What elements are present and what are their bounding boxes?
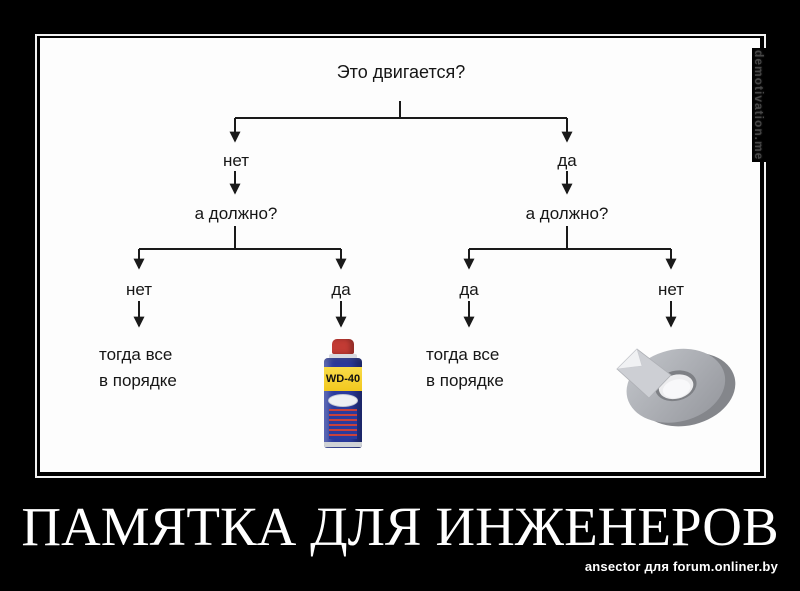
wd40-neck (329, 354, 357, 359)
flowchart-panel: Это двигается? нет да а должно? а должно… (40, 38, 760, 472)
answer-yes-2-left: да (331, 280, 351, 299)
demotivator-frame (35, 34, 766, 478)
site-watermark: demotivation.me (752, 48, 766, 162)
tape-core-hole-highlight (662, 379, 691, 399)
root-question: Это двигается? (336, 62, 466, 82)
wd40-oval-badge (328, 394, 358, 407)
answer-yes-1: да (557, 151, 577, 170)
tape-peeled-strip-underside (616, 348, 643, 370)
flowchart-connectors (133, 101, 677, 328)
author-credit: ansector для forum.onliner.by (584, 559, 778, 574)
duct-tape-roll-image (616, 348, 736, 427)
wd40-fineprint-lines (329, 409, 357, 439)
outcome-all-ok-right: тогда все в порядке (426, 345, 504, 390)
wd40-cap (332, 339, 354, 354)
poster-title: ПАМЯТКА ДЛЯ ИНЖЕНЕРОВ (21, 496, 779, 557)
wd40-base-rim (324, 442, 362, 447)
second-question-right: а должно? (525, 204, 609, 223)
wd40-label-panel: WD-40 (324, 367, 362, 391)
wd40-body: WD-40 (324, 358, 362, 448)
wd40-body-top (324, 358, 362, 367)
outcome-all-ok-left: тогда все в порядке (99, 345, 177, 390)
answer-yes-2-right: да (459, 280, 479, 299)
wd40-spray-can-image: WD-40 (324, 339, 362, 451)
answer-no-2-right: нет (657, 280, 685, 299)
answer-no-1: нет (222, 151, 250, 170)
second-question-left: а должно? (194, 204, 278, 223)
wd40-label-text: WD-40 (325, 373, 361, 385)
answer-no-2-left: нет (125, 280, 153, 299)
